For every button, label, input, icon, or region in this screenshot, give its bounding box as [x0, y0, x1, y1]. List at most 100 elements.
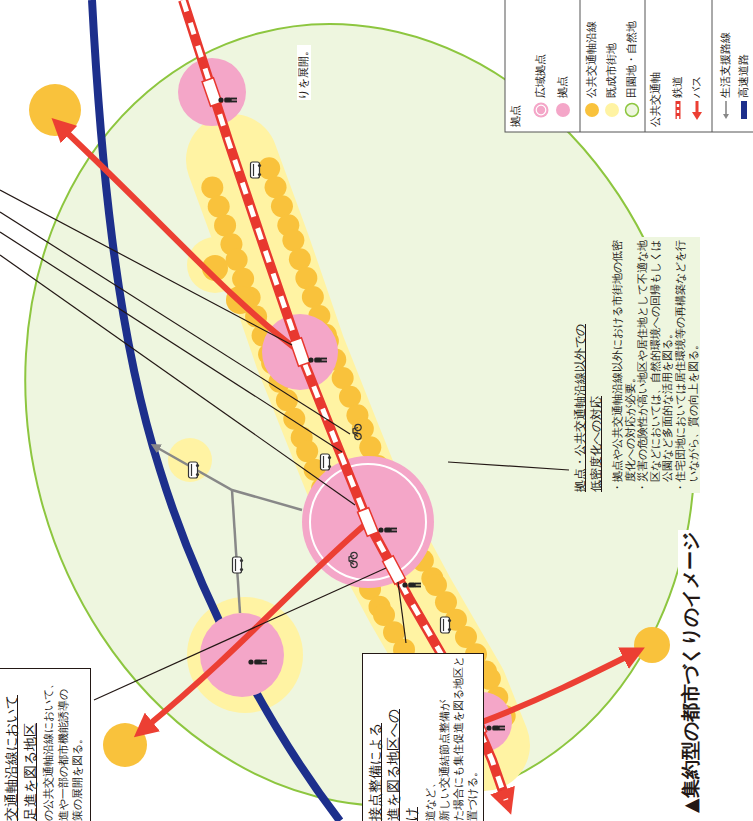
legend-text: 田園地・自然地	[625, 21, 638, 98]
corridor-dot	[265, 176, 287, 198]
legend-text: 拠点	[556, 76, 569, 98]
leader-line	[398, 582, 406, 643]
bullet-note: ・住宅団地においては居住環境等の再構築などを行いながら、質の向上を図る。	[675, 237, 700, 493]
legend-heading: 公共交通軸	[649, 72, 663, 127]
corridor-dot	[208, 195, 230, 217]
legend-frame	[505, 0, 753, 132]
legend-text: 公共交通軸沿線	[585, 21, 598, 98]
hub-circles	[178, 58, 246, 126]
legend-symbol	[725, 101, 727, 115]
legend-symbol	[723, 114, 729, 119]
leader-line	[94, 568, 386, 700]
legend-frame	[580, 0, 581, 132]
station	[290, 338, 310, 366]
transit-corridor-ends	[634, 627, 670, 663]
legend-swatch	[556, 103, 570, 117]
icons	[233, 557, 244, 573]
legend-symbol	[626, 104, 639, 117]
station	[358, 508, 379, 537]
legend-text: 生活支援路線	[719, 32, 732, 98]
callout-body: の公共交通軸沿線において、 進や一部の都市機能誘導の 策の展開を図る。	[42, 674, 87, 821]
cut-note: りを展開。	[297, 45, 311, 100]
icons	[308, 357, 327, 362]
callout-body: 道など、新しい交通結節点整備が た場合にも集住促進を図る地区と 置づける。	[423, 659, 480, 821]
expressway	[92, 0, 340, 821]
legend-row: 田園地・自然地	[624, 21, 640, 121]
icons	[218, 97, 237, 102]
icons	[353, 424, 361, 439]
legend-row: 生活支援路線	[718, 32, 734, 121]
hub-circles	[178, 58, 512, 752]
legend-frame	[505, 0, 753, 132]
legend-symbol	[736, 99, 752, 121]
corridor-dot	[295, 267, 317, 289]
transit-corridor-ends	[29, 84, 670, 767]
expressway	[92, 0, 340, 821]
bullet-note: ・拠点や公共交通軸沿線以外における市街地の低密度化への対応が必要。	[612, 237, 637, 493]
icons	[349, 552, 357, 567]
legend-symbol	[533, 99, 549, 121]
leader-line	[0, 190, 569, 700]
leader-line	[448, 462, 569, 470]
legend-text: 既成市街地	[605, 43, 618, 98]
support-route	[156, 447, 302, 613]
legend-swatch	[605, 103, 619, 117]
station	[202, 78, 222, 106]
legend-row: 広域拠点	[533, 54, 549, 121]
transit-corridor-ends	[29, 84, 81, 136]
legend-symbol	[676, 101, 681, 119]
callout-box: 交通軸沿線において 足進を図る地区の公共交通軸沿線において、 進や一部の都市機能…	[0, 668, 91, 821]
leader-line	[0, 190, 292, 345]
legend-symbol	[536, 105, 546, 115]
legend-text: バス	[690, 76, 703, 98]
station	[383, 556, 406, 585]
hub-circles	[200, 613, 284, 697]
legend-swatch	[585, 103, 599, 117]
legend-row: 拠点	[555, 76, 571, 121]
legend-symbol	[718, 99, 734, 121]
legend-text: 高速道路	[737, 54, 750, 98]
icons	[441, 617, 452, 633]
legend-frame	[712, 0, 713, 132]
legend-symbol	[741, 101, 747, 119]
corridor-dot	[282, 229, 304, 251]
hub-circles	[262, 314, 338, 390]
callout-heading: 接点整備による 進を図る地区への け	[366, 708, 421, 821]
icons	[251, 162, 262, 178]
legend-heading: 拠点	[509, 105, 523, 127]
icons	[248, 659, 267, 664]
icons	[402, 582, 421, 587]
leader-line	[0, 212, 350, 434]
legend-row: 公共交通軸沿線	[584, 21, 600, 121]
bus-route	[62, 128, 632, 728]
corridor-dot	[271, 195, 293, 217]
legend-row: バス	[689, 76, 705, 121]
callout-box: 接点整備による 進を図る地区への け道など、新しい交通結節点整備が た場合にも集…	[362, 653, 484, 821]
icons	[486, 725, 505, 730]
icons	[321, 454, 332, 470]
legend-text: 広域拠点	[534, 54, 547, 98]
legend-symbol	[692, 112, 702, 120]
corridor-dot	[226, 249, 248, 271]
legend-symbol	[670, 99, 686, 121]
corridor-dot	[302, 286, 324, 308]
transit-corridor-ends	[103, 723, 147, 767]
leader-line	[0, 255, 355, 505]
legend-symbol	[689, 99, 705, 121]
section-heading: 拠点・公共交通軸沿線以外での 低密度化への対応	[573, 319, 604, 492]
urban-area	[187, 597, 303, 713]
corridor-dot	[258, 157, 280, 179]
support-route	[156, 447, 302, 510]
legend-symbol	[624, 99, 640, 121]
legend-row: 鉄道	[670, 76, 686, 121]
icons	[378, 527, 397, 532]
bus-route	[145, 522, 368, 728]
legend-row: 高速道路	[736, 54, 752, 121]
leader-line	[0, 232, 342, 452]
support-route	[232, 490, 240, 613]
legend-text: 鉄道	[671, 76, 684, 98]
corridor-dot	[214, 214, 236, 236]
